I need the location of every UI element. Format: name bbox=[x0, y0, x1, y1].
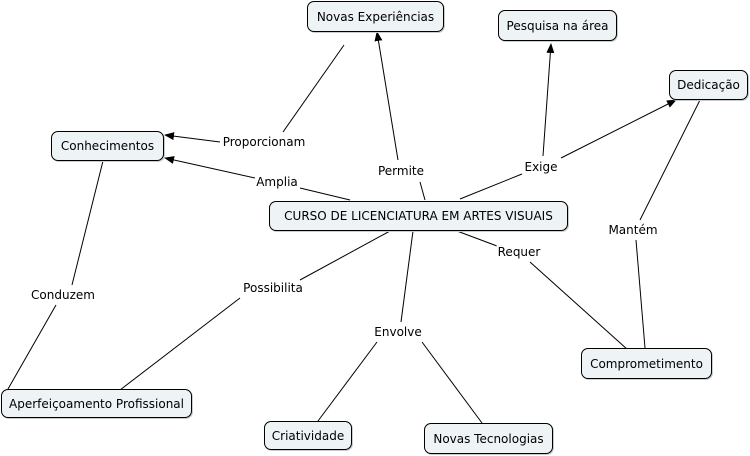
line-envolve-novas-tecnologias bbox=[421, 341, 483, 424]
arrow-proporcionam-conhecimentos bbox=[164, 132, 221, 143]
line-central-possibilita bbox=[299, 230, 391, 281]
link-label-envolve: Envolve bbox=[373, 325, 423, 339]
arrow-permite-novas-exp bbox=[374, 31, 399, 161]
concept-central[interactable]: CURSO DE LICENCIATURA EM ARTES VISUAIS bbox=[269, 201, 568, 231]
concept-novas-experiencias[interactable]: Novas Experiências bbox=[307, 1, 444, 32]
arrow-exige-pesquisa bbox=[542, 43, 555, 157]
link-label-mantem: Mantém bbox=[607, 223, 659, 237]
link-label-requer: Requer bbox=[496, 245, 542, 259]
line-mantem-comprometimento bbox=[635, 239, 646, 349]
link-label-proporcionam: Proporcionam bbox=[221, 135, 307, 149]
line-central-exige bbox=[459, 173, 523, 200]
line-central-amplia bbox=[299, 187, 351, 201]
concept-criatividade[interactable]: Criatividade bbox=[264, 421, 352, 450]
concept-novas-tecnologias[interactable]: Novas Tecnologias bbox=[424, 423, 553, 454]
line-possibilita-aperfeicoamento bbox=[119, 297, 241, 391]
line-central-envolve bbox=[400, 230, 414, 323]
line-envolve-criatividade bbox=[317, 341, 378, 422]
concept-aperfeicoamento-profissional[interactable]: Aperfeiçoamento Profissional bbox=[1, 389, 192, 418]
link-label-possibilita: Possibilita bbox=[242, 281, 304, 295]
line-conhecimentos-conduzem bbox=[71, 160, 104, 286]
line-conduzem-aperfeicoamento bbox=[7, 304, 57, 390]
concept-comprometimento[interactable]: Comprometimento bbox=[581, 348, 712, 379]
line-central-requer bbox=[456, 230, 498, 247]
link-label-exige: Exige bbox=[523, 160, 559, 174]
link-label-amplia: Amplia bbox=[255, 175, 299, 189]
arrow-exige-dedicacao bbox=[560, 99, 677, 159]
line-novas-exp-proporcionam bbox=[282, 44, 345, 133]
concept-pesquisa-na-area[interactable]: Pesquisa na área bbox=[498, 10, 617, 41]
link-label-conduzem: Conduzem bbox=[30, 288, 96, 302]
line-dedicacao-mantem bbox=[639, 99, 701, 221]
line-central-permite bbox=[419, 181, 426, 201]
link-label-permite: Permite bbox=[376, 164, 426, 178]
line-requer-comprometimento bbox=[529, 261, 629, 351]
concept-dedicacao[interactable]: Dedicação bbox=[669, 70, 748, 100]
arrow-amplia-conhecimentos bbox=[164, 156, 256, 179]
concept-conhecimentos[interactable]: Conhecimentos bbox=[51, 131, 164, 161]
